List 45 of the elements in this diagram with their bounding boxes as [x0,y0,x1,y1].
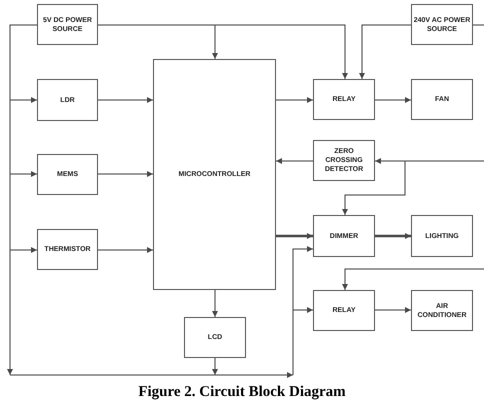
arrow [276,158,314,164]
arrow [10,97,38,103]
block-box [313,79,375,120]
block-box [411,79,473,120]
block-box [37,154,98,195]
arrow [7,250,13,376]
arrow [212,358,218,376]
arrow [292,246,314,310]
block-box [153,59,276,290]
arrow [10,247,38,253]
arrow [342,268,484,290]
block-box [411,290,473,331]
arrow [292,307,314,313]
arrow [375,233,411,239]
arrow [214,24,348,80]
connector-line [10,24,38,100]
block-box [313,140,375,181]
connector-line [98,24,216,26]
arrow [374,307,412,313]
connector-line [10,374,216,376]
arrow [98,171,154,177]
connector-line [472,24,484,26]
block-box [313,215,375,257]
arrow [98,247,154,253]
arrow [212,290,218,318]
arrow [276,233,313,239]
block-box [37,229,98,270]
block-box [184,317,246,358]
arrow [374,97,412,103]
arrow [212,24,218,60]
figure-caption: Figure 2. Circuit Block Diagram [138,383,346,401]
arrow [359,24,412,80]
arrow [10,171,38,177]
arrow [214,372,294,378]
connector-line [404,160,484,162]
block-box [37,79,98,121]
arrow [374,158,406,164]
arrow [98,97,154,103]
block-box [411,4,473,45]
connector-line [292,310,294,376]
arrow [342,160,406,216]
arrow [276,97,314,103]
block-box [313,290,375,331]
block-box [37,4,98,45]
block-box [411,215,473,257]
